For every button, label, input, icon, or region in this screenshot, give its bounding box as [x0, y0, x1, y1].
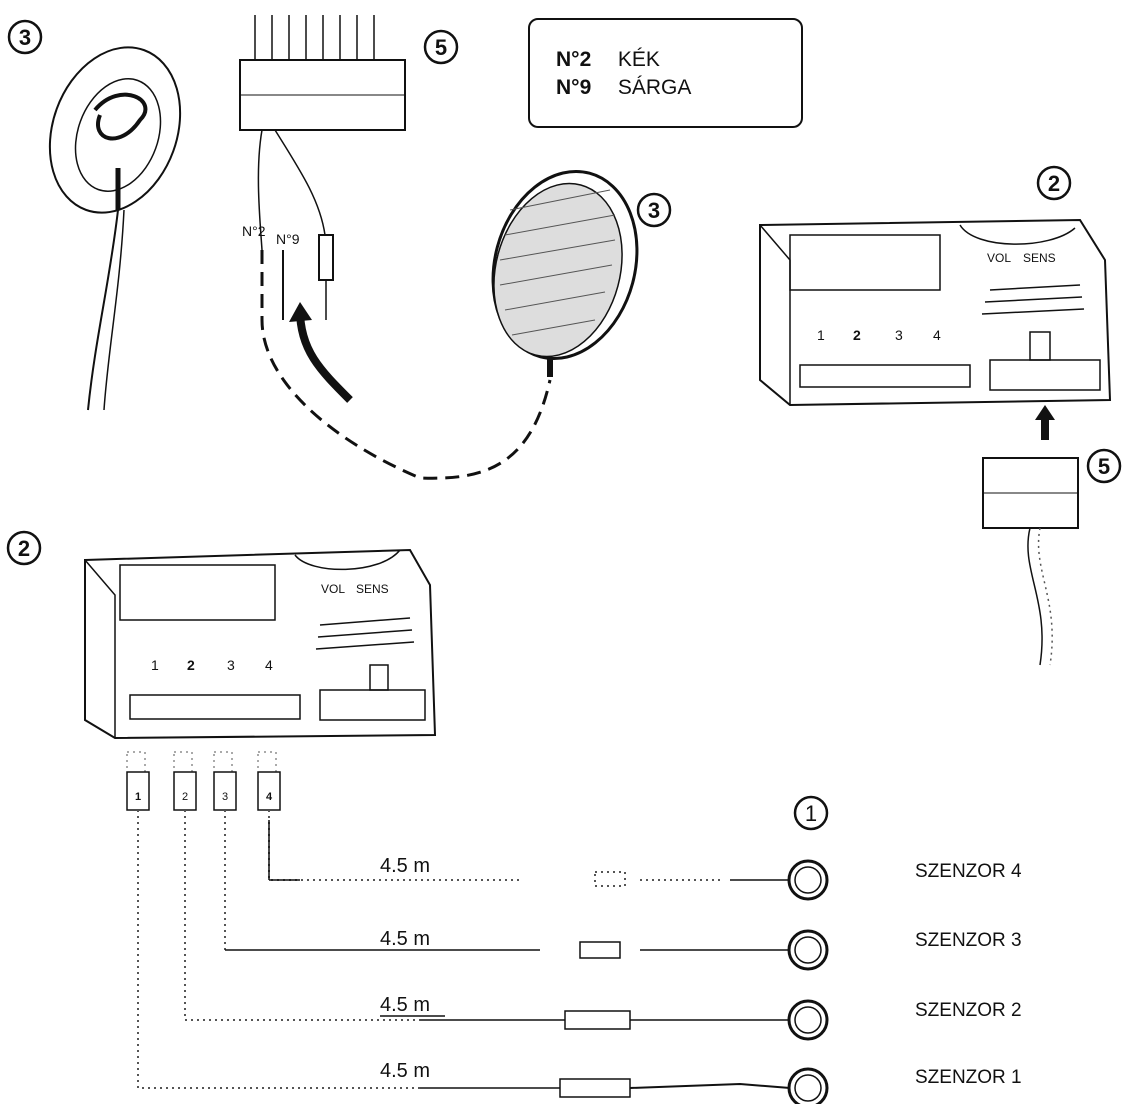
legend-row-n2: N°2 KÉK: [556, 46, 801, 74]
port-label: 2: [853, 327, 861, 343]
hub-main: VOL SENS 1 2 3 4: [84, 548, 437, 740]
callout-5-right: 5: [1086, 448, 1122, 484]
sensor-name-label: SZENZOR 1: [915, 1067, 1022, 1088]
top-connector-block: [239, 15, 406, 320]
sensor-name-label: SZENZOR 2: [915, 1000, 1022, 1021]
cable-length-label: 4.5 m: [380, 1060, 430, 1082]
callout-label: 3: [648, 198, 660, 223]
callout-label: 2: [1048, 171, 1060, 196]
port-label: 3: [895, 327, 903, 343]
cable-2: [184, 810, 790, 1030]
sens-label: SENS: [1023, 251, 1056, 265]
right-connector-block: [982, 457, 1079, 666]
callout-3-disc: 3: [636, 192, 672, 228]
legend-code: N°2: [556, 48, 592, 71]
callout-label: 1: [805, 801, 817, 826]
hub-right: VOL SENS 1 2 3 4: [759, 218, 1112, 407]
port-label: 1: [817, 327, 825, 343]
wire-label-n9: N°9: [276, 231, 300, 247]
callout-2-main: 2: [6, 530, 42, 566]
port-label: 4: [933, 327, 941, 343]
sensor-name-label: SZENZOR 4: [915, 861, 1022, 882]
sensor-puck-1: [787, 1067, 829, 1104]
port-label: 4: [265, 657, 273, 673]
legend-row-n9: N°9 SÁRGA: [556, 74, 801, 102]
plug-number: 4: [266, 791, 273, 803]
callout-label: 5: [1098, 454, 1110, 479]
plug-number: 1: [135, 791, 141, 803]
callout-5-top: 5: [423, 29, 459, 65]
legend-color: KÉK: [617, 48, 660, 71]
wall-sensor-illustration: [48, 46, 182, 411]
legend-code: N°9: [556, 76, 592, 99]
cable-length-label: 4.5 m: [380, 855, 430, 877]
plug-3: 3: [213, 751, 237, 811]
cable-1: [137, 810, 791, 1098]
color-legend-box: N°2 KÉK N°9 SÁRGA: [528, 18, 803, 128]
arrow-icon: [296, 309, 353, 403]
callout-label: 2: [18, 536, 30, 561]
dashed-cable: [260, 250, 552, 480]
sens-label: SENS: [356, 582, 389, 596]
callout-1: 1: [793, 795, 829, 831]
port-label: 3: [227, 657, 235, 673]
callout-label: 3: [19, 25, 31, 50]
sensor-name-label: SZENZOR 3: [915, 930, 1022, 951]
plug-2: 2: [173, 751, 197, 811]
port-label: 1: [151, 657, 159, 673]
callout-label: 5: [435, 35, 447, 60]
plug-1: 1: [126, 751, 150, 811]
cable-3: [224, 810, 790, 959]
cable-4: [268, 810, 790, 887]
sensor-puck-3: [787, 929, 829, 971]
callout-2-right: 2: [1036, 165, 1072, 201]
cable-length-label: 4.5 m: [380, 928, 430, 950]
port-label: 2: [187, 657, 195, 673]
legend-color: SÁRGA: [617, 76, 692, 99]
plug-4: 4: [257, 751, 281, 811]
vol-label: VOL: [987, 251, 1011, 265]
plug-number: 3: [222, 791, 228, 803]
sensor-puck-2: [787, 999, 829, 1041]
plug-number: 2: [182, 791, 188, 803]
disc-sensor-illustration: [491, 169, 639, 377]
callout-3-topleft: 3: [7, 19, 43, 55]
vol-label: VOL: [321, 582, 345, 596]
wire-label-n2: N°2: [242, 223, 266, 239]
cable-length-label: 4.5 m: [380, 994, 430, 1016]
sensor-puck-4: [787, 859, 829, 901]
